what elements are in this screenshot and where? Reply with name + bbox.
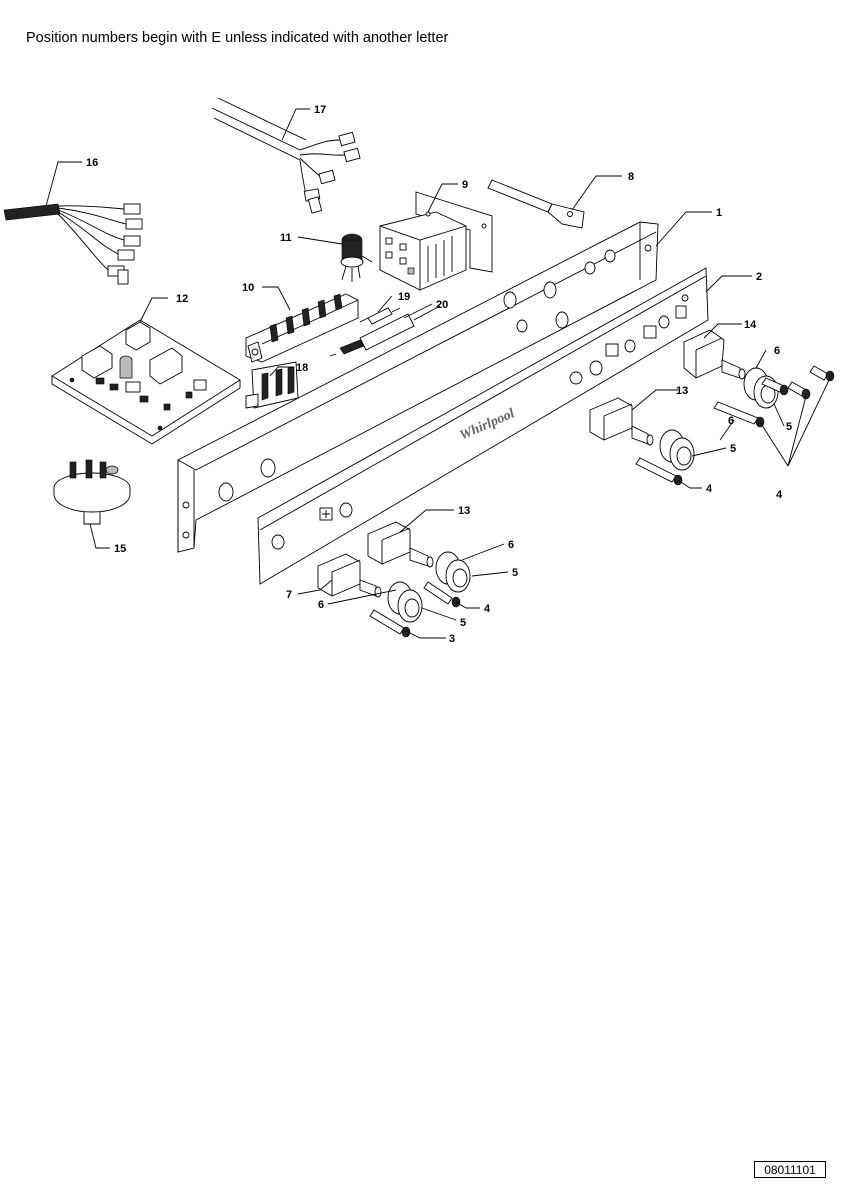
terminal-block-10 [245, 293, 359, 363]
callout-13-b: 13 [676, 385, 688, 397]
filter-20 [329, 305, 441, 357]
lamp-4-a [761, 377, 789, 396]
callout-20: 20 [436, 299, 448, 311]
knob-6-c [435, 551, 471, 593]
wire-harness-16 [3, 203, 143, 285]
callout-10: 10 [242, 282, 254, 294]
diagram-caption: Position numbers begin with E unless ind… [26, 30, 449, 46]
cable-bundle-17 [211, 97, 361, 214]
lamp-3 [369, 609, 411, 638]
callout-7: 7 [286, 589, 292, 601]
callout-14: 14 [744, 319, 757, 331]
callout-6-c: 6 [508, 539, 514, 551]
callout-17: 17 [314, 104, 326, 116]
callout-6-a: 6 [774, 345, 780, 357]
panel-bracket-1 [177, 221, 659, 553]
knob-6-d [387, 581, 423, 623]
callout-4-c: 4 [776, 489, 783, 501]
callout-13-a: 13 [458, 505, 470, 517]
callout-15: 15 [114, 543, 126, 555]
switch-14 [683, 329, 746, 380]
capacitor-11 [340, 233, 373, 282]
callout-1: 1 [716, 207, 722, 219]
callout-5-b: 5 [730, 443, 736, 455]
callout-6-b: 6 [728, 415, 734, 427]
circuit-board-12 [51, 319, 241, 445]
switch-13-lower [367, 521, 434, 568]
lamp-4-b [787, 381, 811, 400]
callout-8: 8 [628, 171, 634, 183]
callout-5-d: 5 [460, 617, 466, 629]
knob-6-b [659, 429, 695, 471]
pressure-switch-15 [53, 459, 131, 525]
control-panel-2: Whirlpool [257, 267, 709, 585]
callout-labels: 1 2 3 4 4 4 5 5 5 5 6 6 6 6 7 8 9 10 11 … [86, 104, 792, 645]
callout-4-a: 4 [706, 483, 713, 495]
switch-7 [317, 553, 382, 598]
callout-5-a: 5 [786, 421, 792, 433]
sensor-probe-8 [487, 179, 585, 229]
lamp-4-d [713, 401, 765, 428]
callout-19: 19 [398, 291, 410, 303]
callout-12: 12 [176, 293, 188, 305]
lamp-4-c [809, 365, 835, 382]
document-number: 08011101 [754, 1161, 826, 1178]
callout-9: 9 [462, 179, 468, 191]
fuse-19 [359, 307, 401, 325]
callout-4-b: 4 [484, 603, 491, 615]
relay-block-9 [379, 191, 493, 291]
callout-16: 16 [86, 157, 98, 169]
connector-18 [245, 361, 299, 409]
callout-6-d: 6 [318, 599, 324, 611]
callout-5-c: 5 [512, 567, 518, 579]
callout-2: 2 [756, 271, 762, 283]
switch-13-upper [589, 397, 654, 446]
callout-3: 3 [449, 633, 455, 645]
leader-lines [45, 108, 831, 639]
callout-11: 11 [280, 232, 292, 244]
callout-18: 18 [296, 362, 308, 374]
